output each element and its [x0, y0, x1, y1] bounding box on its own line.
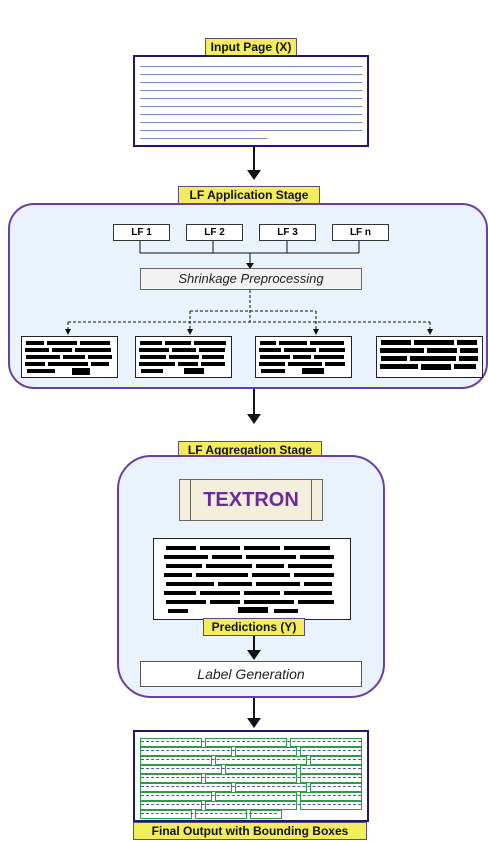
input-page-image — [133, 55, 369, 147]
textron-model-box: TEXTRON — [179, 479, 323, 521]
lf-1-box: LF 1 — [113, 224, 170, 241]
shrinkage-preprocessing-box: Shrinkage Preprocessing — [140, 268, 362, 290]
final-output-page-image — [133, 730, 369, 822]
lf-2-box: LF 2 — [186, 224, 243, 241]
lf-2-output-mask — [135, 336, 232, 378]
arrow-down-icon — [247, 414, 261, 424]
lf-n-output-mask — [376, 336, 483, 378]
final-output-label: Final Output with Bounding Boxes — [133, 822, 367, 840]
input-page-label: Input Page (X) — [205, 38, 297, 56]
lf-n-box: LF n — [332, 224, 389, 241]
textron-label: TEXTRON — [203, 489, 299, 511]
lf-application-stage-label: LF Application Stage — [178, 186, 320, 204]
lf-3-output-mask — [255, 336, 352, 378]
lf-1-output-mask — [21, 336, 118, 378]
arrow-down-icon — [247, 650, 261, 660]
predictions-label: Predictions (Y) — [203, 618, 305, 636]
lf-3-box: LF 3 — [259, 224, 316, 241]
arrow-down-icon — [247, 718, 261, 728]
label-generation-box: Label Generation — [140, 661, 362, 687]
predictions-mask — [153, 538, 351, 620]
arrow-down-icon — [247, 170, 261, 180]
